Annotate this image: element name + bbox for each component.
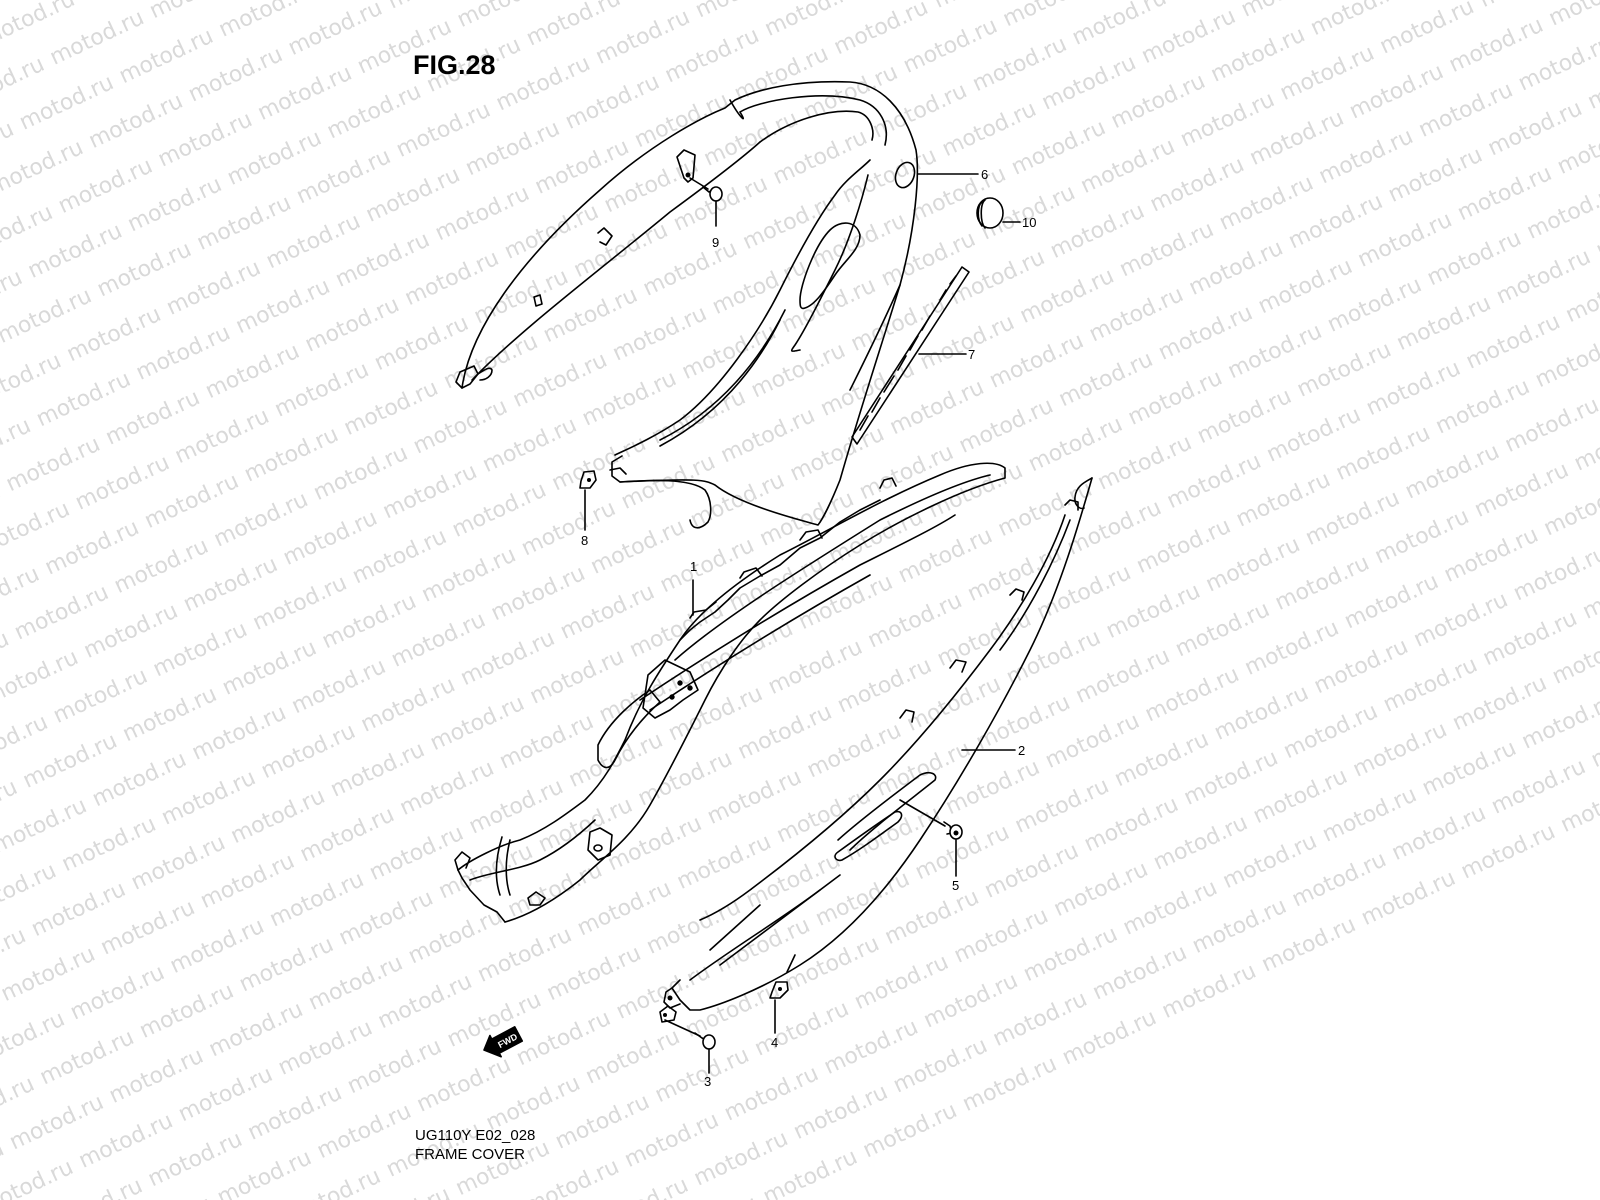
callout-6[interactable]: 6 [981,167,989,182]
frame-cover-left-part-1[interactable] [454,462,1006,923]
callout-9[interactable]: 9 [712,235,720,250]
clip-part-5[interactable] [899,799,963,877]
section-name: FRAME COVER [415,1146,526,1163]
callout-8[interactable]: 8 [581,533,589,548]
nut-part-4[interactable] [769,954,796,1034]
callout-7[interactable]: 7 [968,347,976,362]
model-code: UG110Y E02_028 [415,1127,536,1144]
rear-tail-cover-part-6[interactable] [455,80,919,529]
callout-2[interactable]: 2 [1018,743,1026,758]
emblem-part-7[interactable] [851,266,970,445]
screw-part-3[interactable] [664,1019,716,1074]
frame-cover-right-part-2[interactable] [659,477,1093,1023]
screw-part-9[interactable] [689,177,723,227]
fwd-direction-arrow: FWD [483,1026,524,1058]
figure-caption: UG110Y E02_028 FRAME COVER [415,1126,535,1164]
figure-title: FIG.28 [413,50,496,80]
callout-4[interactable]: 4 [771,1035,779,1050]
cap-part-10[interactable] [976,197,1021,229]
callout-3[interactable]: 3 [704,1074,712,1089]
nut-part-8[interactable] [579,470,597,531]
callout-1[interactable]: 1 [690,559,698,574]
callout-10[interactable]: 10 [1022,215,1037,230]
callout-5[interactable]: 5 [952,878,960,893]
